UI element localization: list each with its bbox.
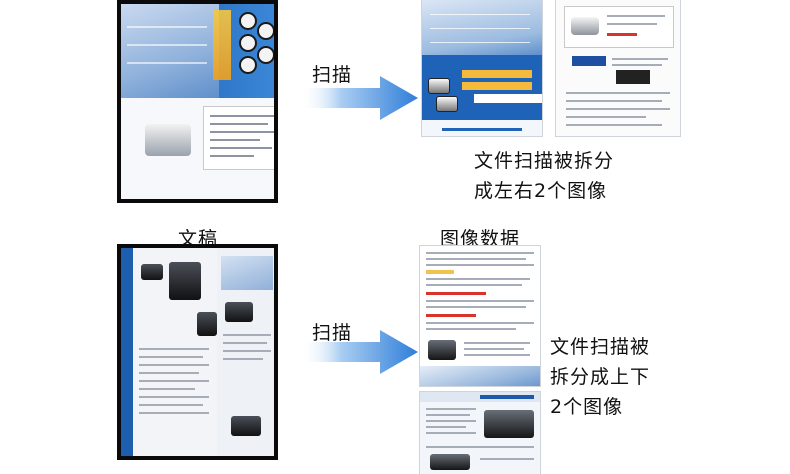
scan-label-top: 扫描	[312, 64, 353, 86]
scanner-thumb	[428, 340, 456, 360]
manuscript-scan-preview	[121, 248, 274, 456]
page-photo	[420, 366, 540, 386]
scanner-thumb	[225, 302, 253, 322]
result-page-left	[422, 0, 542, 136]
page-header-text	[480, 395, 534, 399]
caption-top: 文件扫描被拆分 成左右2个图像	[474, 146, 614, 206]
caption-bottom: 文件扫描被 拆分成上下 2个图像	[550, 332, 650, 422]
brochure-scan-preview	[121, 4, 274, 199]
caption-line: 拆分成上下	[550, 366, 651, 388]
scanner-thumb	[197, 312, 217, 336]
page-photo	[422, 0, 542, 55]
company-card	[203, 106, 274, 170]
product-thumb	[239, 12, 257, 30]
result-page-right	[556, 0, 680, 136]
feature-strip	[474, 94, 542, 103]
product-thumb	[257, 22, 274, 40]
scan-label-bottom: 扫描	[312, 322, 353, 344]
company-logo-large	[616, 70, 650, 84]
right-arrow-icon	[300, 330, 418, 374]
page-title-bar	[462, 70, 532, 78]
caption-line: 文件扫描被	[550, 336, 651, 358]
original-document-bottom	[117, 244, 278, 460]
manuscript-blue-band	[121, 248, 133, 456]
result-page-bottom	[420, 392, 540, 474]
scanner-thumb	[430, 454, 470, 470]
image-data-label: 图像数据	[440, 228, 521, 250]
scanner-thumb	[571, 17, 599, 35]
scanner-thumb	[141, 264, 163, 280]
caption-line: 文件扫描被拆分	[474, 150, 615, 172]
right-arrow-icon	[300, 76, 418, 120]
product-card	[564, 6, 674, 48]
caption-line: 成左右2个图像	[474, 180, 608, 202]
product-thumb	[239, 56, 257, 74]
scanner-thumb	[484, 410, 534, 438]
brochure-vertical-title	[213, 10, 231, 80]
footer-line	[442, 128, 522, 131]
scanner-thumb	[428, 78, 450, 94]
scanner-thumb	[169, 262, 201, 300]
scanner-thumb	[436, 96, 458, 112]
original-document-top	[117, 0, 278, 203]
brochure-photo	[121, 4, 219, 98]
scanner-image	[145, 124, 191, 156]
scanner-thumb	[231, 416, 261, 436]
company-logo	[572, 56, 606, 66]
product-thumb	[257, 46, 274, 64]
page-title-bar	[462, 82, 532, 90]
manuscript-photo	[221, 256, 273, 290]
caption-line: 2个图像	[550, 396, 624, 418]
product-thumb	[239, 34, 257, 52]
result-page-top	[420, 246, 540, 386]
